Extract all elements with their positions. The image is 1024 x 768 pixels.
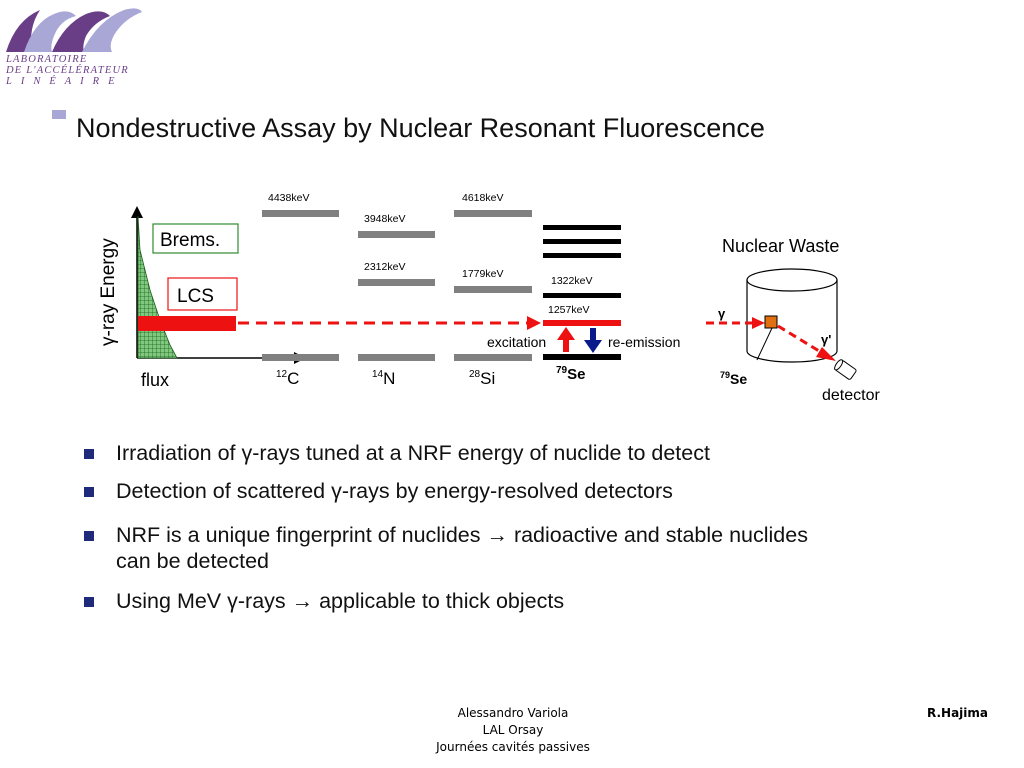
reemission-arrow — [584, 328, 602, 353]
level-n-ground — [358, 354, 435, 361]
detector-label: detector — [822, 387, 880, 404]
bullet-square-icon — [84, 487, 94, 497]
logo-text-line-1: LABORATOIRE — [6, 54, 88, 65]
footer-center: Alessandro Variola LAL Orsay Journées ca… — [380, 705, 646, 756]
slide-title: Nondestructive Assay by Nuclear Resonant… — [76, 113, 765, 143]
title-bullet-icon — [52, 110, 66, 119]
level-se-1257-label: 1257keV — [548, 304, 589, 316]
nuclide-n-label: 14N — [372, 369, 395, 388]
level-si-4618 — [454, 210, 532, 217]
footer-lab: LAL Orsay — [482, 723, 544, 737]
nuclide-se-label: 79Se — [556, 365, 585, 383]
sample-pointer-line — [756, 327, 773, 361]
level-si-ground — [454, 354, 532, 361]
brems-legend-box — [152, 223, 239, 254]
lcs-legend-box — [167, 277, 238, 311]
level-se-1322-label: 1322keV — [551, 275, 592, 287]
level-n-2312-label: 2312keV — [364, 261, 405, 273]
excitation-label: excitation — [487, 334, 546, 350]
bullet-item: Using MeV γ-rays → applicable to thick o… — [84, 588, 884, 614]
level-se-1322 — [543, 293, 621, 298]
se-sample-cube — [764, 315, 778, 329]
drum-top — [746, 268, 838, 292]
level-si-4618-label: 4618keV — [462, 192, 503, 204]
gamma-out-label: γ' — [821, 332, 831, 347]
waste-se-label: 79Se — [720, 370, 747, 387]
excitation-arrow — [557, 327, 575, 352]
footer-author: Alessandro Variola — [457, 706, 569, 720]
level-se-1257 — [543, 320, 621, 326]
bullet-square-icon — [84, 597, 94, 607]
lal-logo: LABORATOIRE DE L'ACCÉLÉRATEUR LINÉAIRE — [2, 2, 142, 87]
lcs-beam — [138, 316, 236, 331]
level-se-high-2 — [543, 239, 621, 244]
level-si-1779-label: 1779keV — [462, 268, 503, 280]
level-se-high-1 — [543, 225, 621, 230]
logo-text-line-2: DE L'ACCÉLÉRATEUR — [6, 65, 129, 76]
lal-logo-mark — [6, 8, 142, 52]
brems-legend: Brems. — [160, 230, 220, 251]
detector-icon — [834, 359, 857, 380]
level-si-1779 — [454, 286, 532, 293]
bullet-square-icon — [84, 449, 94, 459]
bullet-list: Irradiation of γ-rays tuned at a NRF ene… — [84, 440, 884, 614]
reemission-label: re-emission — [608, 334, 680, 350]
x-axis-label: flux — [141, 370, 169, 390]
lcs-arrow-head — [527, 316, 541, 330]
waste-title: Nuclear Waste — [722, 236, 839, 256]
logo-text-line-3: LINÉAIRE — [6, 76, 124, 87]
lcs-legend: LCS — [177, 286, 214, 307]
footer-credit: R.Hajima — [927, 706, 988, 720]
level-c-ground — [262, 354, 339, 361]
bullet-item: Irradiation of γ-rays tuned at a NRF ene… — [84, 440, 884, 466]
level-n-3948-label: 3948keV — [364, 213, 405, 225]
level-se-high-3 — [543, 253, 621, 258]
bullet-item: Detection of scattered γ-rays by energy-… — [84, 478, 884, 504]
level-n-3948 — [358, 231, 435, 238]
level-se-ground — [543, 354, 621, 360]
nuclide-si-label: 28Si — [469, 369, 495, 388]
bullet-item: NRF is a unique fingerprint of nuclides … — [84, 522, 846, 574]
gamma-in-arrow-head — [752, 317, 765, 329]
footer-event: Journées cavités passives — [436, 740, 590, 754]
level-n-2312 — [358, 279, 435, 286]
nrf-diagram: γ-ray Energy flux Brems. LCS 4438keV 12C… — [98, 192, 880, 404]
gamma-out-beam — [777, 324, 825, 356]
level-c-4438-label: 4438keV — [268, 192, 309, 204]
level-c-4438 — [262, 210, 339, 217]
gamma-in-label: γ — [718, 306, 726, 321]
nuclide-c-label: 12C — [276, 369, 299, 388]
drum-bottom — [746, 350, 838, 363]
bullet-square-icon — [84, 531, 94, 541]
y-axis-label: γ-ray Energy — [98, 238, 119, 346]
gamma-out-arrow-head — [816, 347, 836, 361]
